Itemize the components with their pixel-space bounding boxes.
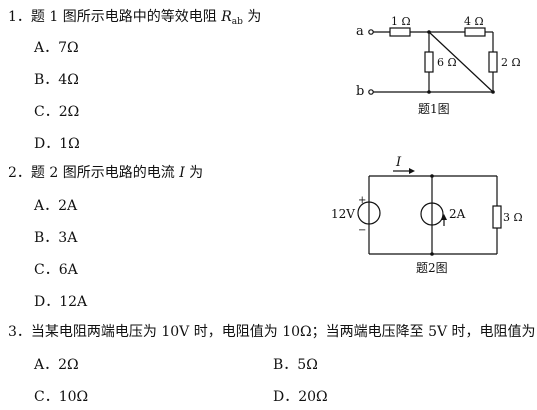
fig1-r4-label: 2 Ω xyxy=(501,56,521,69)
q2-option-a[interactable]: A．2A xyxy=(34,198,78,214)
question-3-number: 3． xyxy=(8,324,31,340)
fig2-minus-sign: − xyxy=(358,225,367,236)
q1-option-a[interactable]: A．7Ω xyxy=(34,40,79,56)
question-1-symbol: R xyxy=(221,9,232,25)
question-1-text-pre: 题 1 图所示电路中的等效电阻 xyxy=(30,9,222,25)
question-1-text-post: 为 xyxy=(242,9,262,25)
fig2-plus-sign: + xyxy=(358,195,367,206)
fig2-current-source-label: 2A xyxy=(449,207,466,221)
q1-option-c[interactable]: C．2Ω xyxy=(34,104,80,120)
q1-option-b[interactable]: B．4Ω xyxy=(34,72,79,88)
q3-option-b[interactable]: B．5Ω xyxy=(273,357,318,373)
q2-option-b[interactable]: B．3A xyxy=(34,230,78,246)
current-source-2a xyxy=(420,202,444,226)
figure-1-caption: 题1图 xyxy=(418,102,450,116)
fig1-r3-label: 6 Ω xyxy=(437,56,457,69)
question-1-number: 1． xyxy=(8,9,31,25)
current-arrow-icon xyxy=(409,168,415,174)
fig1-node-a: a xyxy=(356,24,364,39)
q3-option-a[interactable]: A．2Ω xyxy=(34,357,79,373)
question-2-text-post: 为 xyxy=(184,165,204,181)
question-2-symbol: I xyxy=(179,165,185,181)
fig2-current-label: I xyxy=(396,155,402,170)
figure-2-caption: 题2图 xyxy=(416,261,448,275)
resistor-3ohm xyxy=(492,205,502,229)
source-arrow-icon xyxy=(441,214,447,220)
question-2-number: 2． xyxy=(8,165,31,181)
fig2-voltage-label: 12V xyxy=(331,207,355,221)
fig1-node-b: b xyxy=(356,84,365,99)
resistor-2ohm xyxy=(488,51,498,73)
question-2-text-pre: 题 2 图所示电路的电流 xyxy=(30,165,180,181)
q1-option-d[interactable]: D．1Ω xyxy=(34,136,80,152)
q3-option-d[interactable]: D．20Ω xyxy=(273,389,328,405)
fig2-resistor-label: 3 Ω xyxy=(503,211,523,224)
question-3-text: 当某电阻两端电压为 10V 时，电阻值为 10Ω；当两端电压降至 5V 时，电阻… xyxy=(30,324,536,340)
q2-option-d[interactable]: D．12A xyxy=(34,294,88,310)
question-3-stem: 3．当某电阻两端电压为 10V 时，电阻值为 10Ω；当两端电压降至 5V 时，… xyxy=(8,324,536,340)
resistor-6ohm xyxy=(424,51,434,73)
question-1-symbol-sub: ab xyxy=(231,17,243,27)
fig1-r2-label: 4 Ω xyxy=(464,15,484,28)
q2-option-c[interactable]: C．6A xyxy=(34,262,78,278)
fig1-r1-label: 1 Ω xyxy=(391,15,411,28)
question-2-stem: 2．题 2 图所示电路的电流 I 为 xyxy=(8,165,203,181)
question-1-stem: 1．题 1 图所示电路中的等效电阻 Rab 为 xyxy=(8,9,261,30)
q3-option-c[interactable]: C．10Ω xyxy=(34,389,89,405)
